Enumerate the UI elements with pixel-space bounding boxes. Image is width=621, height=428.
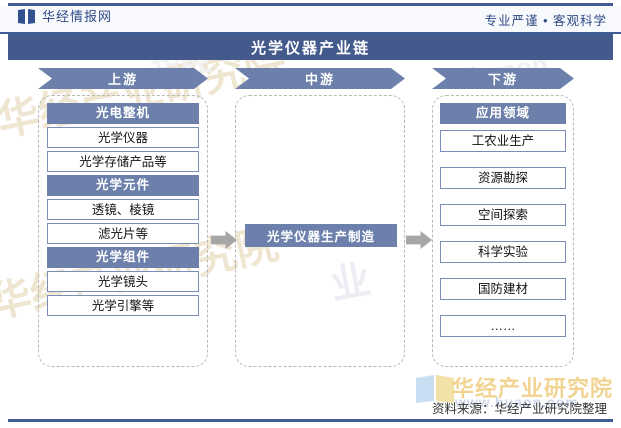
item-defense-materials[interactable]: 国防建材 <box>440 278 566 300</box>
item-ellipsis[interactable]: …… <box>440 315 566 337</box>
upstream-container: 光电整机 光学仪器 光学存储产品等 光学元件 透镜、棱镜 滤光片等 光学组件 光… <box>38 95 208 367</box>
column-downstream: 下游 应用领域 工农业生产 资源勘探 空间探索 科学实验 国防建材 …… <box>432 68 582 367</box>
midstream-container: 光学仪器生产制造 <box>235 95 405 367</box>
watermark-book-icon <box>416 375 454 403</box>
group-header-application: 应用领域 <box>440 103 566 124</box>
item-optical-storage[interactable]: 光学存储产品等 <box>47 151 199 172</box>
item-filter[interactable]: 滤光片等 <box>47 223 199 244</box>
item-space-exploration[interactable]: 空间探索 <box>440 204 566 226</box>
column-midstream: 中游 光学仪器生产制造 <box>235 68 411 367</box>
group-header-optical-component: 光学组件 <box>47 247 199 268</box>
brand: 华经情报网 <box>18 9 112 24</box>
item-manufacturing[interactable]: 光学仪器生产制造 <box>245 224 397 247</box>
header-bar <box>0 6 621 34</box>
item-scientific-experiment[interactable]: 科学实验 <box>440 241 566 263</box>
banner-midstream: 中游 <box>235 68 405 89</box>
watermark-text: 华经产业研究院 <box>452 376 614 401</box>
banner-upstream: 上游 <box>38 68 208 89</box>
source-note: 资料来源：华经产业研究院整理 <box>431 402 607 416</box>
item-resource-exploration[interactable]: 资源勘探 <box>440 167 566 189</box>
chart-title-bar: 光学仪器产业链 <box>8 34 613 60</box>
group-header-optoelectronic: 光电整机 <box>47 103 199 124</box>
item-lens-prism[interactable]: 透镜、棱镜 <box>47 199 199 220</box>
right-arrow-icon <box>211 231 237 249</box>
item-optical-engine[interactable]: 光学引擎等 <box>47 295 199 316</box>
downstream-container: 应用领域 工农业生产 资源勘探 空间探索 科学实验 国防建材 …… <box>432 95 574 367</box>
group-header-optical-element: 光学元件 <box>47 175 199 196</box>
top-rule <box>8 3 613 6</box>
item-optical-lens[interactable]: 光学镜头 <box>47 271 199 292</box>
column-upstream: 上游 光电整机 光学仪器 光学存储产品等 光学元件 透镜、棱镜 滤光片等 光学组… <box>38 68 214 367</box>
header-tagline: 专业严谨 • 客观科学 <box>484 14 607 28</box>
banner-downstream: 下游 <box>432 68 574 89</box>
item-industrial-agricultural[interactable]: 工农业生产 <box>440 130 566 152</box>
bottom-rule <box>8 419 613 422</box>
item-optical-instrument[interactable]: 光学仪器 <box>47 127 199 148</box>
page-title: 光学仪器产业链 <box>250 39 370 57</box>
book-logo-icon <box>18 9 35 24</box>
watermark-url: www.huaon.com <box>455 394 579 410</box>
brand-name: 华经情报网 <box>42 9 113 24</box>
